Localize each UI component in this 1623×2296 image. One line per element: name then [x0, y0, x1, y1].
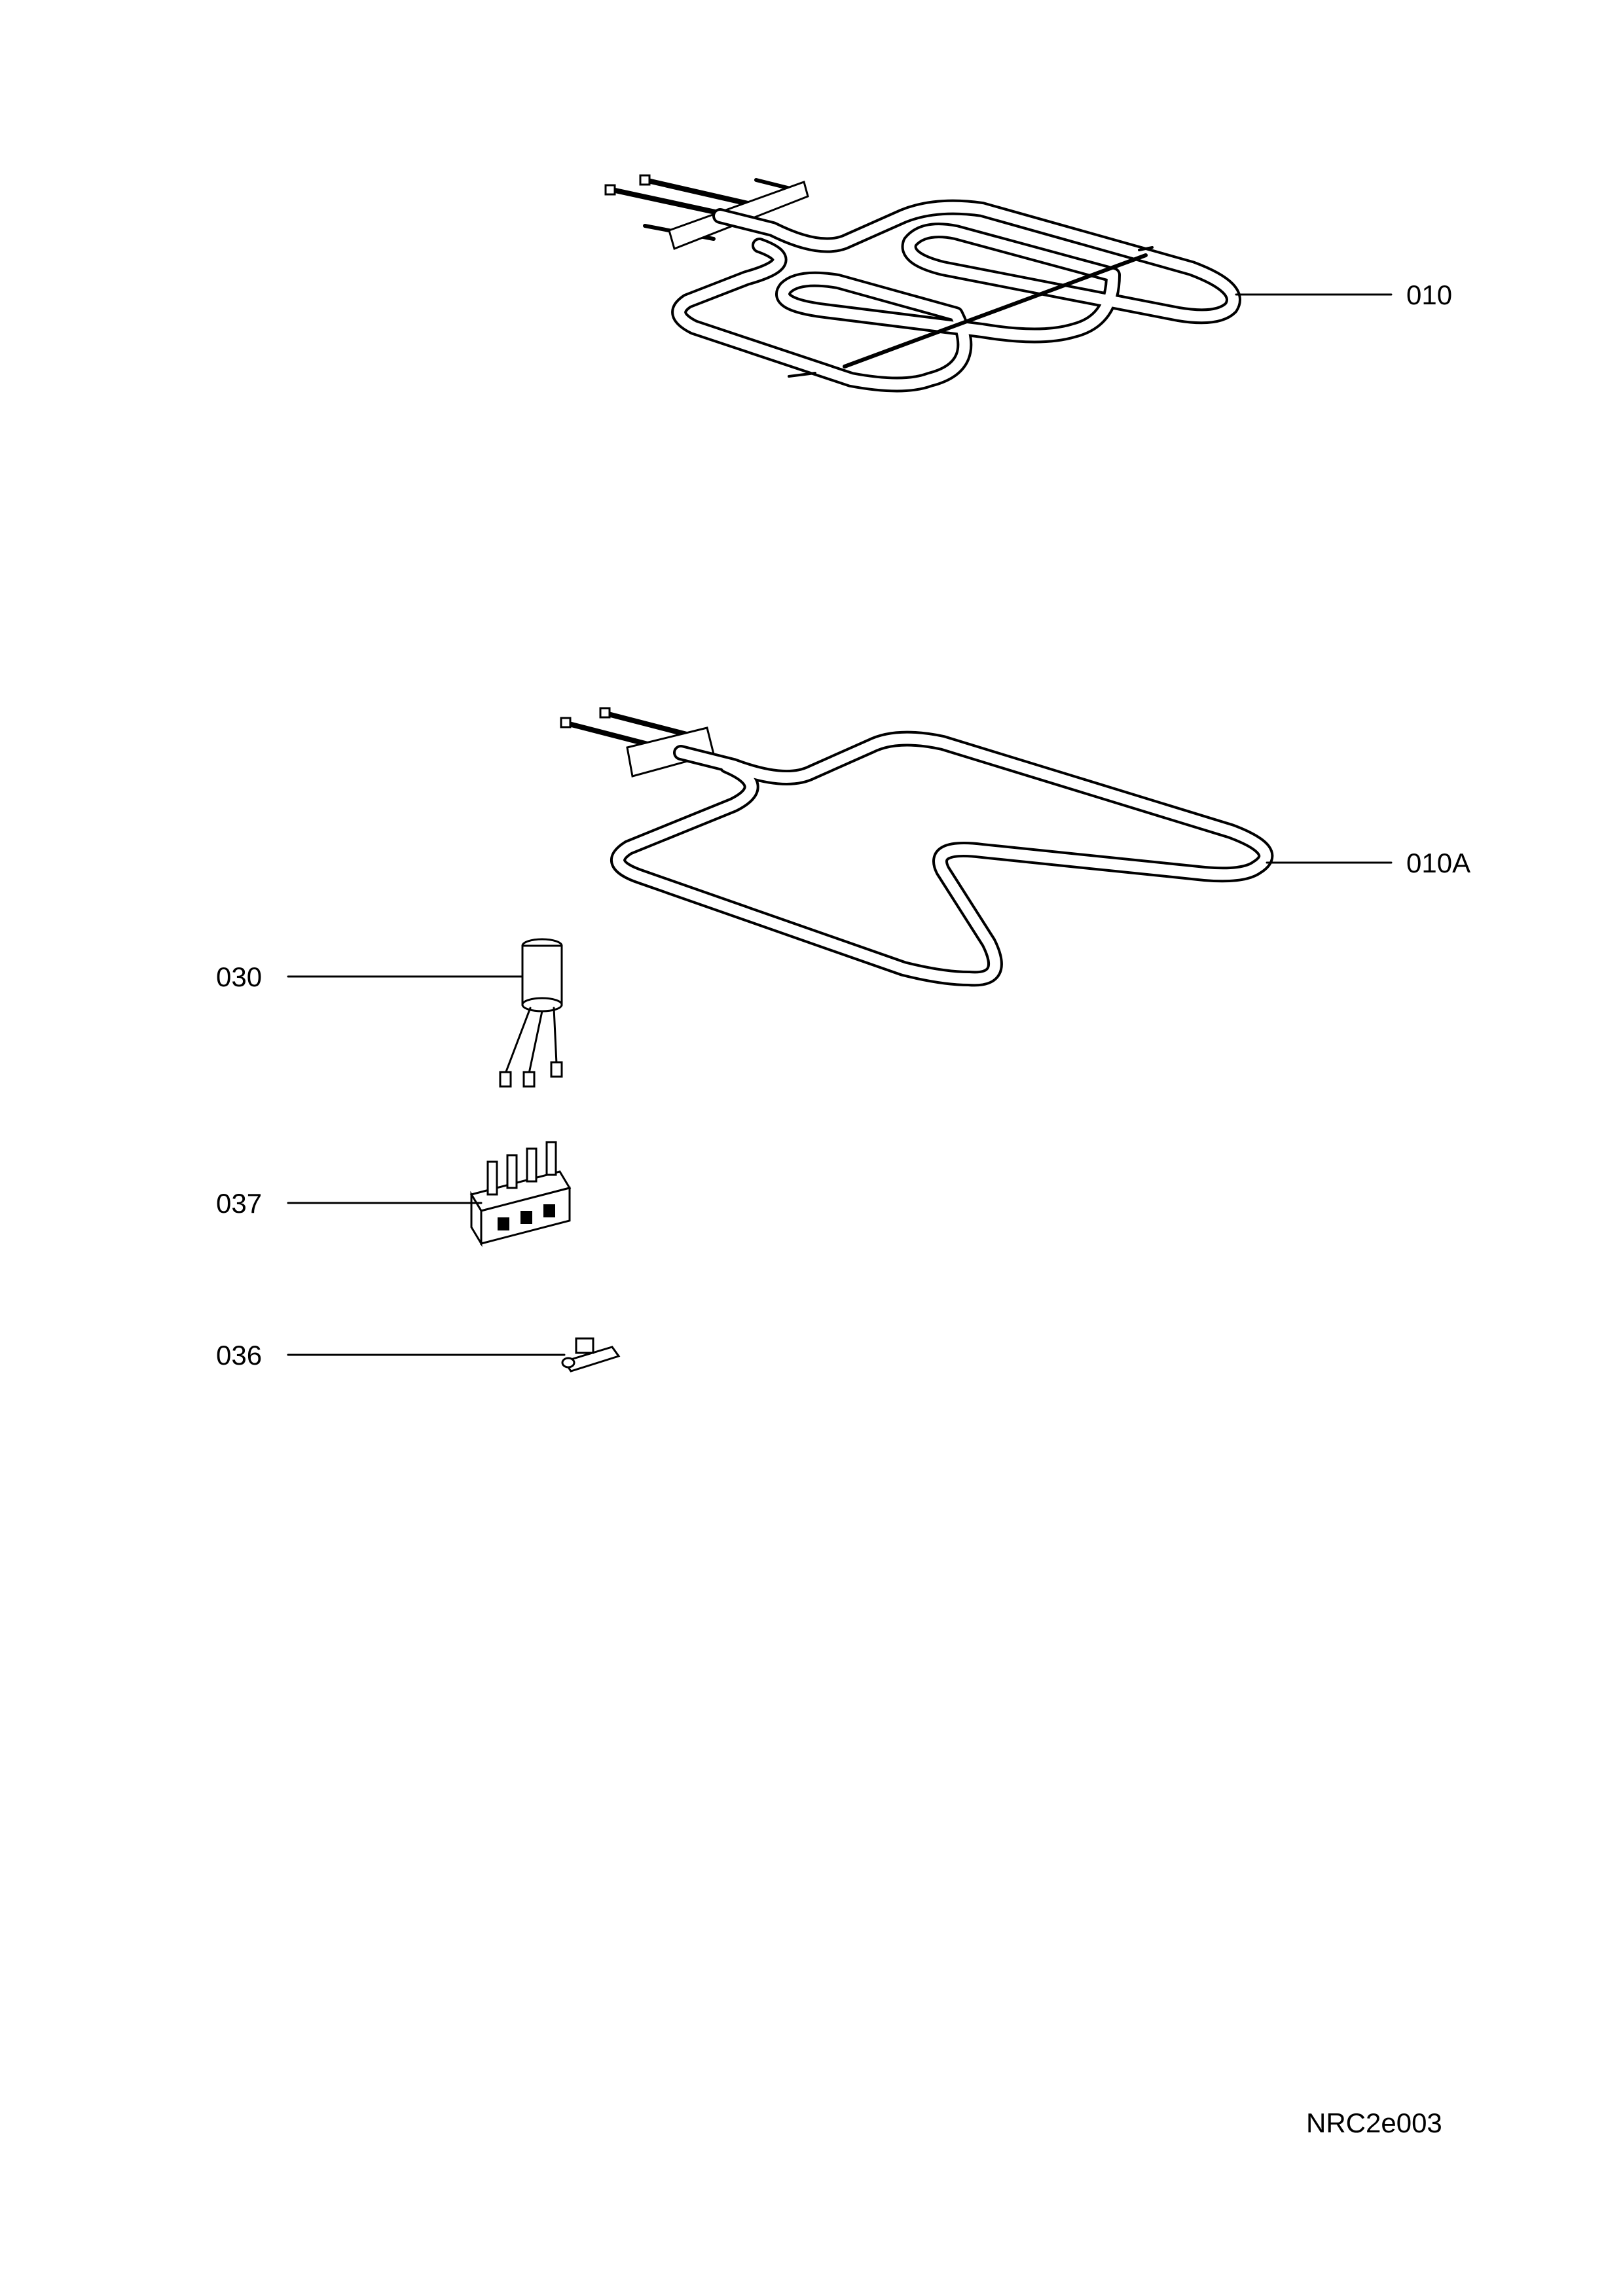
part-label-030: 030 [216, 961, 262, 992]
thermal-fuse-drawing [561, 1337, 621, 1372]
bottom-element-drawing [560, 707, 1274, 987]
document-code: NRC2e003 [1306, 2108, 1442, 2138]
part-label-037: 037 [216, 1188, 262, 1219]
grill-element-drawing [604, 174, 1241, 393]
part-label-010A: 010A [1406, 848, 1470, 878]
capacitor-drawing [499, 938, 563, 1088]
part-label-036: 036 [216, 1340, 262, 1371]
terminal-block-drawing [469, 1141, 572, 1247]
part-label-010: 010 [1406, 279, 1452, 310]
